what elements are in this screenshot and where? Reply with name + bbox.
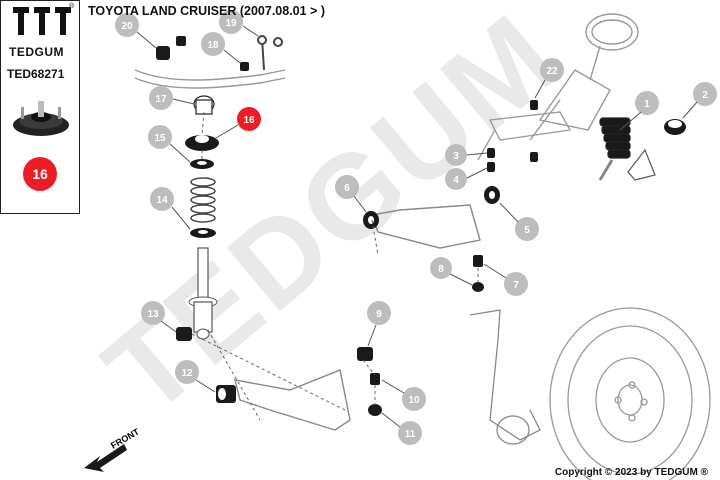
small-bushings-3-4-22	[487, 100, 538, 172]
svg-text:12: 12	[181, 368, 193, 379]
callout-markers: 1 2 3 4 5	[115, 10, 717, 445]
svg-text:15: 15	[154, 133, 166, 144]
product-info-panel: ® TEDGUM TED68271 16	[0, 0, 80, 214]
callout-13: 13	[141, 301, 177, 333]
callout-11: 11	[381, 412, 422, 445]
svg-text:1: 1	[644, 99, 650, 110]
vehicle-title: TOYOTA LAND CRUISER (2007.08.01 > )	[88, 4, 325, 18]
steering-rack-boot	[598, 117, 656, 181]
svg-text:3: 3	[453, 151, 459, 162]
callout-19: 19	[219, 10, 259, 37]
callout-2: 2	[682, 82, 717, 119]
front-direction-arrow: FRONT	[84, 426, 141, 472]
svg-text:8: 8	[438, 264, 444, 275]
tie-rod-end-boot	[664, 119, 686, 135]
callout-10: 10	[381, 379, 426, 411]
part-number: TED68271	[7, 67, 65, 81]
callout-6: 6	[335, 175, 367, 213]
upper-control-arm	[363, 186, 500, 249]
callout-16: 16	[215, 107, 261, 139]
callout-7: 7	[483, 263, 528, 296]
steering-knuckle	[469, 309, 541, 445]
ball-joint-upper	[472, 255, 484, 292]
svg-text:7: 7	[513, 280, 519, 291]
svg-text:10: 10	[408, 395, 420, 406]
callout-20: 20	[115, 13, 157, 49]
svg-text:18: 18	[207, 40, 219, 51]
stabilizer-link	[257, 35, 283, 71]
callout-14: 14	[150, 187, 191, 230]
wheel-tire	[549, 307, 711, 480]
callout-9: 9	[367, 301, 391, 347]
callout-12: 12	[175, 360, 216, 393]
stabilizer-bar	[134, 69, 286, 89]
callout-17: 17	[149, 86, 195, 110]
svg-text:20: 20	[121, 21, 133, 32]
callout-4: 4	[445, 167, 488, 190]
callout-1: 1	[619, 91, 659, 131]
callout-3: 3	[445, 144, 488, 166]
shock-lower-bushing-13	[176, 327, 192, 341]
steering-linkage	[477, 111, 572, 161]
svg-text:14: 14	[156, 195, 168, 206]
svg-text:5: 5	[524, 225, 530, 236]
top-mount-product-image	[13, 101, 69, 136]
svg-text:2: 2	[702, 90, 708, 101]
svg-text:6: 6	[344, 183, 350, 194]
svg-text:16: 16	[243, 115, 255, 126]
callout-5: 5	[499, 202, 539, 241]
tedgum-logo-icon	[13, 7, 71, 35]
callout-18: 18	[201, 32, 241, 64]
copyright-notice: Copyright © 2023 by TEDGUM ®	[554, 467, 708, 478]
svg-text:17: 17	[155, 94, 167, 105]
callout-15: 15	[148, 125, 191, 163]
svg-text:4: 4	[453, 175, 459, 186]
svg-text:11: 11	[405, 429, 416, 440]
lower-control-arm	[216, 369, 351, 431]
brand-name: TEDGUM	[9, 45, 64, 59]
part-callout-badge: 16	[23, 157, 57, 191]
svg-text:19: 19	[225, 18, 237, 29]
callout-22: 22	[534, 58, 564, 99]
leader-lines	[191, 111, 479, 421]
registered-mark: ®	[69, 3, 75, 10]
strut-assembly	[185, 95, 219, 340]
steering-wheel	[529, 13, 639, 141]
svg-text:9: 9	[376, 309, 382, 320]
lower-arm-bushings-9-10-11	[357, 347, 382, 416]
svg-text:22: 22	[546, 66, 558, 77]
callout-8: 8	[430, 257, 473, 286]
svg-text:13: 13	[147, 309, 159, 320]
stabilizer-bushings	[156, 36, 249, 71]
